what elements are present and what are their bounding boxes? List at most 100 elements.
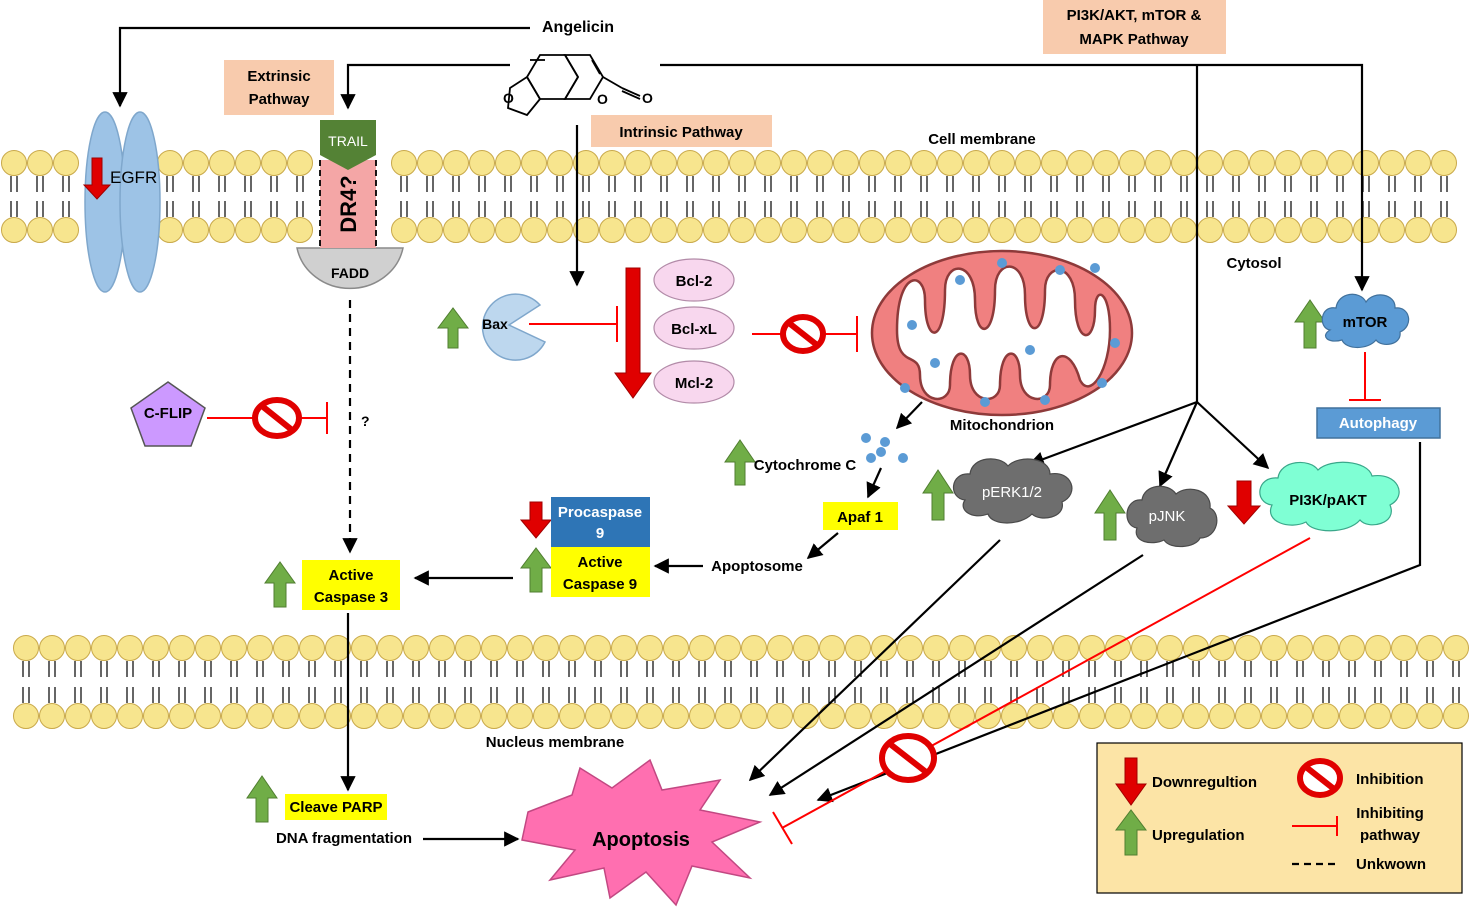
lipid-head [235, 217, 261, 243]
lipid-head [1145, 217, 1171, 243]
nucleus-membrane [13, 635, 1469, 729]
lipid-head [859, 150, 885, 176]
lipid-head [247, 703, 273, 729]
trail-ligand [320, 120, 376, 170]
mtor-up-arrow-icon [1294, 299, 1326, 349]
lipid-head [39, 635, 65, 661]
active-caspase3-box [302, 560, 400, 610]
lipid-head [27, 150, 53, 176]
lipid-head [781, 217, 807, 243]
lipid-head [1313, 703, 1339, 729]
pi3k-inhibition-icon [879, 733, 937, 783]
lipid-head [273, 703, 299, 729]
lipid-head [1197, 150, 1223, 176]
lipid-head [325, 635, 351, 661]
bcl2-ellipse [653, 258, 735, 302]
legend-inhibiting-line [1292, 816, 1338, 836]
lipid-head [1365, 635, 1391, 661]
lipid-head [1015, 217, 1041, 243]
lipid-head [1041, 217, 1067, 243]
lipid-head [65, 703, 91, 729]
mtor-label: mTOR [1343, 314, 1388, 331]
bclxl-ellipse [653, 306, 735, 350]
cytochrome-c-label: Cytochrome C [754, 457, 857, 474]
cleave-parp-label: Cleave PARP [289, 799, 382, 816]
lipid-head [625, 150, 651, 176]
lipid-head [53, 150, 79, 176]
lipid-head [897, 635, 923, 661]
lipid-head [585, 635, 611, 661]
lipid-head [1431, 217, 1457, 243]
lipid-head [923, 635, 949, 661]
lipid-head [767, 703, 793, 729]
lipid-head [1379, 217, 1405, 243]
lipid-head [1287, 703, 1313, 729]
lipid-head [13, 703, 39, 729]
lipid-head [429, 635, 455, 661]
lipid-head [611, 635, 637, 661]
lipid-head [767, 635, 793, 661]
lipid-head [1105, 635, 1131, 661]
bcl-down-arrow-icon [614, 267, 652, 399]
procaspase9-label-line2: 9 [596, 525, 604, 542]
lipid-head [755, 217, 781, 243]
apoptosis-label: Apoptosis [592, 829, 690, 851]
apoptosis-starburst [521, 758, 763, 907]
lipid-head [1131, 703, 1157, 729]
lipid-head [481, 635, 507, 661]
lipid-head [819, 635, 845, 661]
lipid-head [377, 635, 403, 661]
cell-membrane-label: Cell membrane [928, 131, 1036, 148]
lipid-head [963, 217, 989, 243]
lipid-head [807, 217, 833, 243]
lipid-head [1339, 703, 1365, 729]
legend-downregulation: Downregultion [1152, 774, 1257, 791]
lipid-head [871, 635, 897, 661]
lipid-head [871, 703, 897, 729]
caspase3-up-arrow-icon [264, 561, 296, 608]
lipid-head [793, 635, 819, 661]
lipid-head [1093, 150, 1119, 176]
lipid-head [1327, 150, 1353, 176]
lipid-head [715, 635, 741, 661]
lipid-head [663, 703, 689, 729]
active-caspase9-box [551, 547, 650, 597]
lipid-head [703, 217, 729, 243]
dr4-label: DR4? [336, 175, 361, 232]
legend-box [1096, 742, 1463, 894]
lipid-head [975, 635, 1001, 661]
bclxl-label: Bcl-xL [671, 321, 717, 338]
lipid-head [1067, 217, 1093, 243]
extrinsic-pathway-box [224, 60, 334, 115]
legend-inhibiting-line2: pathway [1360, 827, 1421, 844]
lipid-head [1353, 150, 1379, 176]
lipid-head [911, 217, 937, 243]
lipid-head [39, 703, 65, 729]
lipid-head [703, 150, 729, 176]
intrinsic-label: Intrinsic Pathway [619, 124, 743, 141]
lipid-head [1131, 635, 1157, 661]
lipid-head [417, 217, 443, 243]
lipid-head [1145, 150, 1171, 176]
lipid-head [495, 150, 521, 176]
lipid-head [807, 150, 833, 176]
active-caspase9-line1: Active [577, 554, 622, 571]
lipid-head [1287, 635, 1313, 661]
lipid-head [195, 703, 221, 729]
lipid-head [573, 150, 599, 176]
lipid-head [1313, 635, 1339, 661]
legend-inhibition-icon [1297, 758, 1343, 798]
active-caspase9-line2: Caspase 9 [563, 576, 637, 593]
pyran-oxygen: O [597, 91, 608, 107]
legend-up-arrow-icon [1115, 809, 1147, 856]
lipid-head [1197, 217, 1223, 243]
lipid-head [1209, 703, 1235, 729]
lipid-head [1301, 217, 1327, 243]
angelicin-connections [112, 26, 1370, 488]
lipid-head [27, 217, 53, 243]
lipid-head [1249, 217, 1275, 243]
lipid-head [663, 635, 689, 661]
lipid-head [209, 150, 235, 176]
trail-label: TRAIL [328, 133, 368, 149]
pi3k-label-line2: MAPK Pathway [1079, 31, 1189, 48]
